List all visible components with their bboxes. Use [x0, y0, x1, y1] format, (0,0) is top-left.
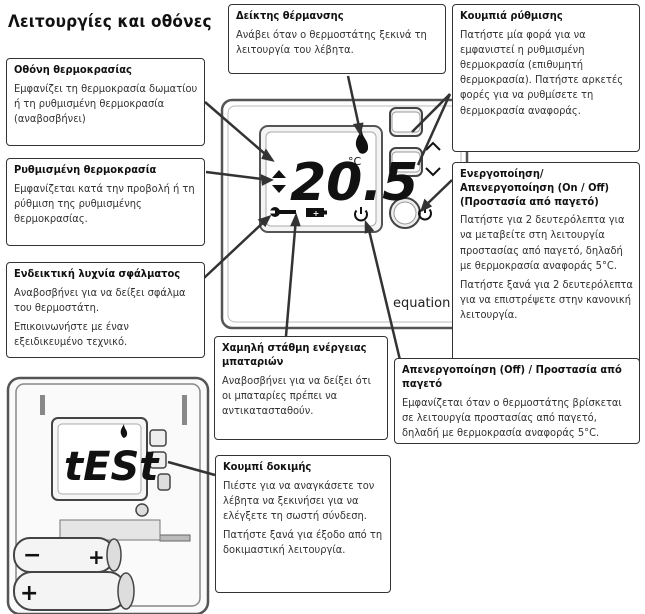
- down-arrow-icon: [272, 185, 286, 193]
- page-title: Λειτουργίες και οθόνες: [8, 12, 212, 32]
- callout-text: Πατήστε ξανά για 2 δευτερόλεπτα για να ε…: [460, 277, 633, 322]
- callout-heading: Ενεργοποίηση/Απενεργοποίηση (On / Off) (…: [460, 167, 610, 208]
- lcd-test: tESt: [64, 444, 160, 490]
- lcd-temperature: 20.5: [290, 153, 418, 213]
- callout-heading: Δείκτης θέρμανσης: [236, 9, 344, 22]
- battery-icon: +: [306, 208, 327, 218]
- callout-text: Επικοινωνήστε με έναν εξειδικευμένο τεχν…: [14, 320, 129, 349]
- callout-text: Εμφανίζεται όταν ο θερμοστάτης βρίσκεται…: [402, 395, 622, 439]
- callout-text: Ανάβει όταν ο θερμοστάτης ξεκινά τη λειτ…: [236, 27, 427, 56]
- thermostat-front: +: [220, 98, 469, 330]
- callout-text: Αναβοσβήνει για να δείξει σφάλμα του θερ…: [14, 285, 186, 314]
- callout-text: Εμφανίζεται κατά την προβολή ή τη ρύθμισ…: [14, 181, 195, 226]
- callout-test-button: Κουμπί δοκιμής Πιέστε για να αναγκάσετε …: [215, 455, 391, 593]
- callout-heading: Απενεργοποίηση (Off) / Προστασία από παγ…: [402, 363, 622, 390]
- onoff-button: [389, 197, 432, 229]
- callout-heading: Οθόνη θερμοκρασίας: [14, 63, 132, 76]
- power-icon: [354, 207, 368, 222]
- callout-low-battery: Χαμηλή στάθμη ενέργειας μπαταριών Αναβοσ…: [214, 336, 388, 440]
- callout-heading: Ρυθμισμένη θερμοκρασία: [14, 163, 157, 176]
- callout-heat-indicator: Δείκτης θέρμανσης Ανάβει όταν ο θερμοστά…: [228, 4, 446, 74]
- callout-heading: Χαμηλή στάθμη ενέργειας μπαταριών: [222, 341, 367, 368]
- callout-heading: Ενδεικτική λυχνία σφάλματος: [14, 267, 181, 280]
- callout-text: Πατήστε για 2 δευτερόλεπτα για να μεταβε…: [460, 213, 625, 272]
- svg-text:+: +: [88, 545, 105, 569]
- callout-heading: Κουμπί δοκιμής: [223, 460, 312, 473]
- callout-text: Εμφανίζει τη θερμοκρασία δωματίου ή τη ρ…: [14, 81, 198, 126]
- callout-text: Αναβοσβήνει για να δείξει ότι οι μπαταρί…: [222, 373, 371, 417]
- callout-onoff: Ενεργοποίηση/Απενεργοποίηση (On / Off) (…: [452, 162, 640, 366]
- svg-text:+: +: [313, 209, 320, 218]
- callout-text: Πιέστε για να αναγκάσετε τον λέβητα να ξ…: [223, 478, 375, 523]
- callout-text: Πατήστε μία φορά για να εμφανιστεί η ρυθ…: [460, 27, 623, 117]
- lcd-unit: °C: [348, 155, 362, 168]
- thermostat-open: − + +: [6, 376, 210, 614]
- up-arrow-icon: [272, 170, 286, 178]
- battery-2: +: [13, 571, 135, 611]
- callout-text: Πατήστε ξανά για έξοδο από τη δοκιμαστικ…: [223, 528, 383, 557]
- battery-1: − +: [13, 537, 122, 573]
- wrench-icon: [270, 207, 296, 217]
- callout-adjust-buttons: Κουμπιά ρύθμισης Πατήστε μία φορά για να…: [452, 4, 640, 152]
- callout-fault-led: Ενδεικτική λυχνία σφάλματος Αναβοσβήνει …: [6, 262, 205, 358]
- callout-set-temperature: Ρυθμισμένη θερμοκρασία Εμφανίζεται κατά …: [6, 158, 205, 246]
- leader-lines: [167, 75, 453, 477]
- svg-text:+: +: [20, 581, 38, 606]
- callout-room-temperature: Οθόνη θερμοκρασίας Εμφανίζει τη θερμοκρα…: [6, 58, 205, 146]
- callout-off-frost: Απενεργοποίηση (Off) / Προστασία από παγ…: [394, 358, 640, 444]
- svg-text:−: −: [23, 543, 41, 568]
- callout-heading: Κουμπιά ρύθμισης: [460, 9, 563, 22]
- flame-icon: [355, 130, 369, 154]
- brand-logo: equation: [393, 296, 450, 311]
